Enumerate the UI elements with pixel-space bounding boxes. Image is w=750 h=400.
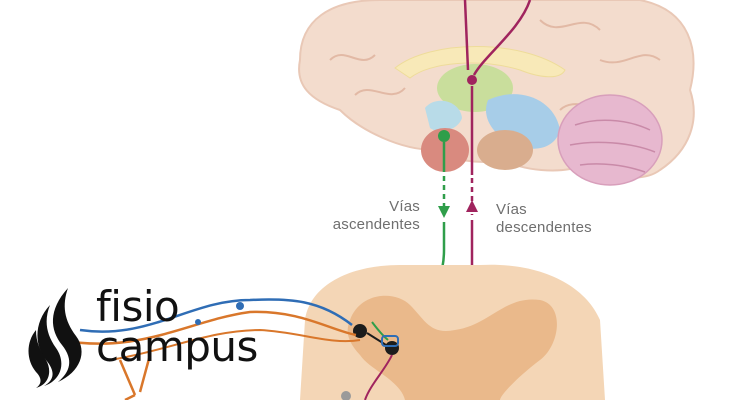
descending-label-line1: Vías (496, 201, 527, 218)
logo-word-campus: campus (96, 322, 258, 371)
gyri (329, 19, 661, 111)
pons (477, 130, 533, 170)
brain (298, 0, 695, 186)
spinal-cord-section (300, 264, 605, 400)
interneuron-1 (353, 324, 367, 338)
descending-label-line2: descendentes (496, 219, 592, 236)
interneuron-2 (385, 341, 399, 355)
ascending-label-line1: Vías (389, 198, 420, 215)
ascending-arrow-down (438, 206, 450, 218)
cerebellum (557, 94, 663, 186)
grey-matter (347, 295, 557, 400)
ascending-pathways-label: Vías ascendentes (300, 198, 420, 234)
ascending-neuron-body (438, 130, 450, 142)
descending-neuron-body (467, 75, 477, 85)
corpus-callosum (394, 46, 566, 79)
cerebellum-folia (569, 119, 656, 173)
descending-arrow-up (466, 200, 478, 212)
descending-pathways-label: Vías descendentes (496, 201, 636, 237)
fisiocampus-logo-mark (28, 288, 82, 388)
hypothalamus (425, 100, 462, 132)
fisiocampus-logo: fisio campus (30, 282, 280, 380)
ascending-label-line2: ascendentes (332, 216, 420, 233)
dorsal-root-ganglion (236, 302, 244, 310)
logo-word-fisio: fisio (96, 282, 180, 331)
peripheral-nerves (59, 298, 361, 400)
